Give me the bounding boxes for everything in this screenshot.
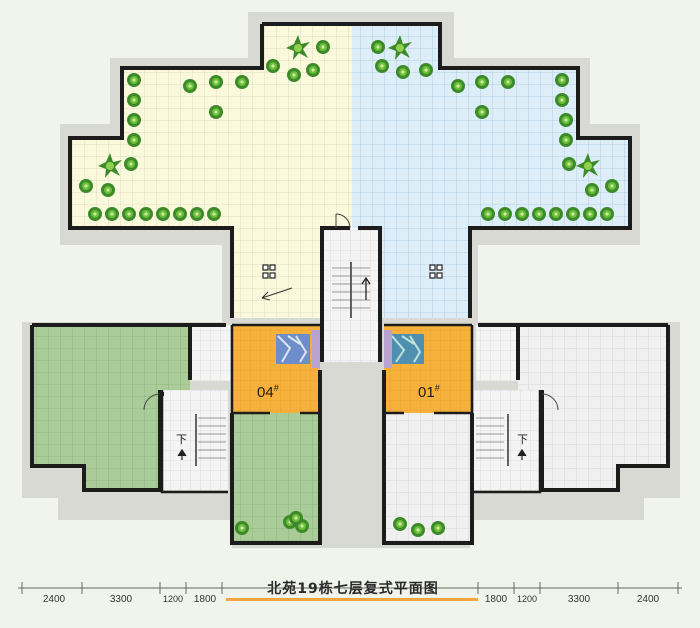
bath-east — [476, 325, 518, 381]
dimension-right-4: 2400 — [636, 594, 660, 605]
dimension-right-1: 1800 — [484, 594, 508, 605]
dimension-left-3: 1200 — [162, 594, 184, 604]
stair-east — [474, 390, 540, 490]
stair-down-label-east: 下 — [517, 433, 528, 446]
unit-mark-east: # — [434, 383, 440, 393]
terrace-south-east — [518, 325, 668, 490]
dimension-left-2: 3300 — [109, 594, 133, 605]
dimension-right-2: 1200 — [516, 594, 538, 604]
dimension-left-1: 2400 — [42, 594, 66, 605]
title-underline — [226, 598, 478, 601]
unit-label-west: 04# — [257, 383, 279, 401]
unit-label-east: 01# — [418, 383, 440, 401]
terrace-south-west — [32, 325, 190, 490]
plan-title: 北苑19栋七层复式平面图 — [267, 581, 439, 597]
dimension-right-3: 3300 — [567, 594, 591, 605]
stair-down-label-west: 下 — [176, 433, 187, 446]
unit-mark-west: # — [273, 383, 279, 393]
unit-number-east: 01 — [418, 384, 435, 401]
stair-west — [162, 390, 228, 490]
bath-west — [190, 325, 232, 381]
dimension-left-4: 1800 — [193, 594, 217, 605]
unit-number-west: 04 — [257, 384, 274, 401]
